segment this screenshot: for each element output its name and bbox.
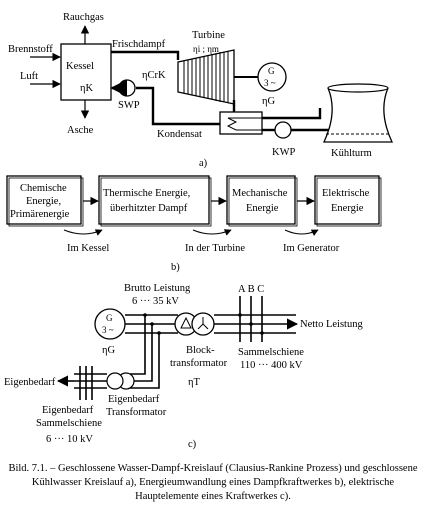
generator-a-3: 3 ~: [264, 78, 276, 88]
brennstoff-label: Brennstoff: [8, 44, 53, 55]
kessel-box: [60, 43, 112, 101]
delta-symbol: [180, 316, 192, 329]
box-electrical: [314, 175, 380, 225]
box-chemical: [6, 175, 82, 225]
eta-turbine-label: ηi ; ηm: [193, 44, 219, 54]
kuehlturm-label: Kühlturm: [331, 148, 372, 159]
eb-trafo-line1: Eigenbedarf: [108, 394, 160, 405]
kwp-pump: [274, 121, 292, 139]
step1-label: Im Kessel: [67, 243, 109, 254]
aux-drops: [130, 315, 160, 389]
box-electrical-shadow: [316, 177, 382, 227]
curve-step3: [284, 229, 319, 236]
box2-line2: überhitzter Dampf: [110, 203, 188, 214]
kessel-label: Kessel: [66, 61, 94, 72]
box-chemical-shadow: [8, 177, 84, 227]
eigenbedarf-label: Eigenbedarf: [4, 377, 56, 388]
part-a-tag: a): [199, 158, 208, 169]
condensate-line: [136, 86, 220, 126]
eb-sammel-line1: Eigenbedarf: [42, 405, 94, 416]
brutto-line2: 6 ··· 35 kV: [132, 296, 179, 307]
curve-step2: [192, 229, 232, 236]
box4-line2: Energie: [331, 203, 364, 214]
asche-label: Asche: [67, 125, 94, 136]
curve-step1: [63, 229, 103, 236]
fresh-steam-line: [111, 50, 180, 60]
box2-line1: Thermische Energie,: [103, 188, 190, 199]
box1-line2: Energie,: [26, 196, 61, 207]
cooling-tower: [322, 87, 394, 143]
turbine-label: Turbine: [192, 30, 225, 41]
eta-crk-label: ηCrK: [142, 70, 166, 81]
rauchgas-label: Rauchgas: [63, 12, 104, 23]
hv-output-bus: [214, 314, 296, 334]
box1-line1: Chemische: [20, 183, 67, 194]
hv-taps: [238, 313, 264, 335]
sammel-line1: Sammelschiene: [238, 347, 304, 358]
generator-c-g: G: [106, 313, 113, 323]
kondensat-label: Kondensat: [157, 129, 202, 140]
condenser: [219, 111, 263, 135]
cooling-return-line: [262, 108, 322, 120]
kwp-label: KWP: [272, 147, 295, 158]
swp-label: SWP: [118, 100, 140, 111]
generator-a-g: G: [268, 66, 275, 76]
box-mechanical-shadow: [228, 177, 298, 227]
swp-pump: [118, 79, 136, 97]
cooling-tower-top: [327, 83, 389, 93]
box1-line3: Primärenergie: [10, 209, 70, 220]
eta-g-a-label: ηG: [262, 96, 275, 107]
luft-label: Luft: [20, 71, 38, 82]
sammelschiene-bars: [239, 296, 263, 342]
box3-line1: Mechanische: [232, 188, 288, 199]
eta-g-c-label: ηG: [102, 345, 115, 356]
wye-symbol: [197, 317, 209, 330]
part-c-tag: c): [188, 439, 197, 450]
turbine-body: [177, 49, 235, 105]
phases-label: A B C: [238, 284, 264, 295]
generator-a: [257, 62, 287, 92]
box3-line2: Energie: [246, 203, 279, 214]
brutto-line1: Brutto Leistung: [124, 283, 191, 294]
generator-c-3: 3 ~: [102, 325, 114, 335]
eb-sammel-line3: 6 ··· 10 kV: [46, 434, 93, 445]
sammel-line2: 110 ··· 400 kV: [240, 360, 303, 371]
part-b-tag: b): [171, 262, 180, 273]
box-thermal: [98, 175, 210, 225]
box4-line1: Elektrische: [322, 188, 370, 199]
part-a-steam-cycle: Rauchgas Kessel ηK Brennstoff Luft Asche…: [8, 12, 394, 169]
part-b-energy-conversion: Chemische Energie, Primärenergie Thermis…: [6, 175, 382, 273]
frischdampf-label: Frischdampf: [112, 39, 166, 50]
eta-t-label: ηT: [188, 377, 200, 388]
aux-bus: [74, 366, 107, 400]
block-line2: transformator: [170, 358, 228, 369]
eb-trafo-line2: Transformator: [106, 407, 167, 418]
step3-label: Im Generator: [283, 243, 340, 254]
netto-label: Netto Leistung: [300, 319, 363, 330]
turbine-blades: [183, 51, 229, 103]
condenser-coil: [226, 117, 262, 131]
aux-trafo-primary: [106, 372, 124, 390]
figure-caption: Bild. 7.1. – Geschlossene Wasser-Dampf-K…: [8, 463, 418, 502]
eta-k-label: ηK: [80, 83, 93, 94]
step2-label: In der Turbine: [185, 243, 245, 254]
box-mechanical: [226, 175, 296, 225]
box-thermal-shadow: [100, 177, 212, 227]
block-line1: Block-: [186, 345, 215, 356]
part-c-electrical: Brutto Leistung 6 ··· 35 kV A B C G 3 ~ …: [4, 283, 363, 450]
eb-sammel-line2: Sammelschiene: [36, 418, 102, 429]
